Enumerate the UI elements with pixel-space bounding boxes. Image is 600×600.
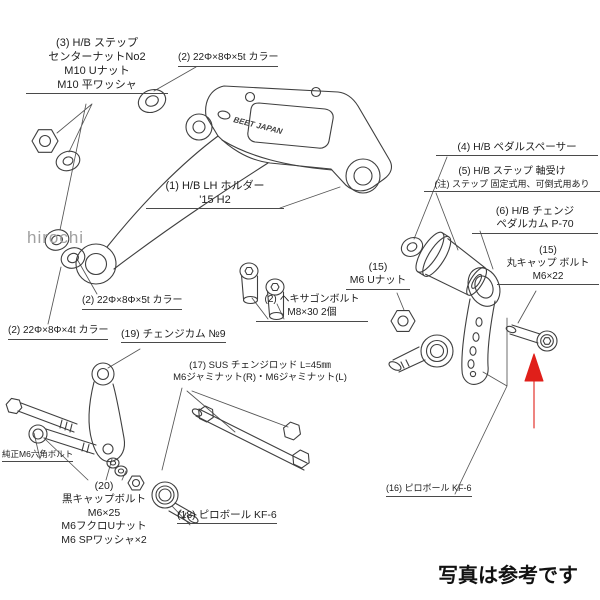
label-line: (5) H/B ステップ 軸受け bbox=[458, 166, 566, 177]
label-line: M10 平ワッシャ bbox=[57, 79, 137, 92]
label-line: M10 Uナット bbox=[64, 65, 130, 78]
label-2-hexagon-bolt: (2) ヘキサゴンボルト M8×30 2個 bbox=[256, 294, 368, 322]
logo-oval-icon bbox=[217, 110, 231, 120]
label-line: M6フクロUナット bbox=[61, 520, 147, 533]
collars-left-pair bbox=[44, 229, 86, 269]
leader-lines bbox=[33, 66, 537, 526]
label-15-m6-u-nut: (15) M6 Uナット bbox=[346, 261, 410, 290]
label-line: (15) bbox=[368, 261, 388, 273]
label-line: M6×22 bbox=[532, 270, 564, 282]
label-line: M6ジャミナット(R)・M6ジャミナット(L) bbox=[173, 372, 347, 384]
label-line: (17) SUS チェンジロッド L=45㎜ bbox=[189, 360, 331, 371]
label-20-black-cap-bolt-set: (20) 黒キャップボルト M6×25 M6フクロUナット M6 SPワッシャ×… bbox=[28, 480, 180, 547]
genuine-m6-hex-bolt bbox=[5, 397, 78, 433]
red-annotation-arrow bbox=[524, 353, 544, 429]
label-1-holder: (1) H/B LH ホルダー '15 H2 bbox=[146, 179, 284, 210]
label-17-change-rod: (17) SUS チェンジロッド L=45㎜ M6ジャミナット(R)・M6ジャミ… bbox=[172, 360, 348, 384]
label-line: M6×25 bbox=[87, 506, 121, 519]
m6-u-nut bbox=[390, 310, 416, 332]
label-line: ペダルカム P-70 bbox=[496, 218, 574, 231]
label-15-round-cap-bolt: (15) 丸キャップ ボルト M6×22 bbox=[497, 245, 599, 286]
rod-end-kf6-right bbox=[388, 334, 454, 373]
label-line: (1) H/B LH ホルダー bbox=[165, 180, 265, 192]
label-line: M6 Uナット bbox=[349, 274, 407, 287]
label-line: センターナットNo2 bbox=[48, 51, 146, 64]
change-pedal-cam bbox=[461, 267, 501, 385]
label-line: (20) bbox=[94, 480, 114, 492]
label-note: (注) ステップ 固定式用、可倒式用あり bbox=[434, 178, 590, 189]
label-18-pillow-ball: (18) ピロボール KF-6 bbox=[177, 509, 277, 525]
label-2-collar-4t: (2) 22Φ×8Φ×4t カラー bbox=[8, 325, 109, 340]
label-6-change-pedal-cam: (6) H/B チェンジ ペダルカム P-70 bbox=[472, 205, 598, 234]
black-cap-bolt bbox=[28, 424, 97, 455]
label-line: '15 H2 bbox=[199, 194, 231, 207]
label-line: 丸キャップ ボルト bbox=[506, 257, 590, 269]
label-4-pedal-spacer: (4) H/B ペダルスペーサー bbox=[436, 141, 598, 157]
label-5-step-bearing: (5) H/B ステップ 軸受け (注) ステップ 固定式用、可倒式用あり bbox=[424, 166, 600, 193]
watermark: hirochi bbox=[27, 228, 85, 247]
label-2-collar-5t-top: (2) 22Φ×8Φ×5t カラー bbox=[178, 52, 279, 67]
reference-caption: 写真は参考です bbox=[438, 565, 578, 587]
label-line: M6 SPワッシャ×2 bbox=[61, 533, 147, 546]
logo-text: BEET JAPAN bbox=[233, 115, 284, 136]
hexagon-bolts-m8 bbox=[239, 262, 285, 321]
label-16-pillow-ball: (16) ピロボール KF-6 bbox=[386, 483, 472, 497]
cap-bolt-m6x22 bbox=[505, 324, 558, 352]
collar-5t-top bbox=[137, 88, 167, 114]
step-axle-bushing bbox=[415, 231, 488, 296]
label-3-step-center-nut: (3) H/B ステップ センターナットNo2 M10 Uナット M10 平ワッ… bbox=[26, 36, 168, 95]
change-cam-lever bbox=[88, 362, 126, 463]
label-line: (3) H/B ステップ bbox=[56, 37, 138, 49]
label-genuine-m6-hex-bolt: 純正M6六角ボルト bbox=[2, 449, 74, 462]
m10-nut-and-washer bbox=[31, 129, 81, 172]
change-rod bbox=[191, 405, 310, 471]
pedal-spacer-washer bbox=[400, 236, 424, 258]
label-19-change-cam: (19) チェンジカム №9 bbox=[121, 328, 226, 344]
label-line: M8×30 2個 bbox=[287, 306, 337, 318]
pillow-ball-kf6-left bbox=[151, 481, 199, 524]
label-line: (6) H/B チェンジ bbox=[495, 205, 575, 217]
label-line: 黒キャップボルト bbox=[62, 493, 146, 506]
label-2-collar-5t-mid: (2) 22Φ×8Φ×5t カラー bbox=[82, 295, 183, 310]
label-line: (15) bbox=[539, 245, 557, 256]
washers-and-nut-cluster bbox=[106, 457, 145, 491]
label-line: (2) ヘキサゴンボルト bbox=[264, 294, 360, 305]
